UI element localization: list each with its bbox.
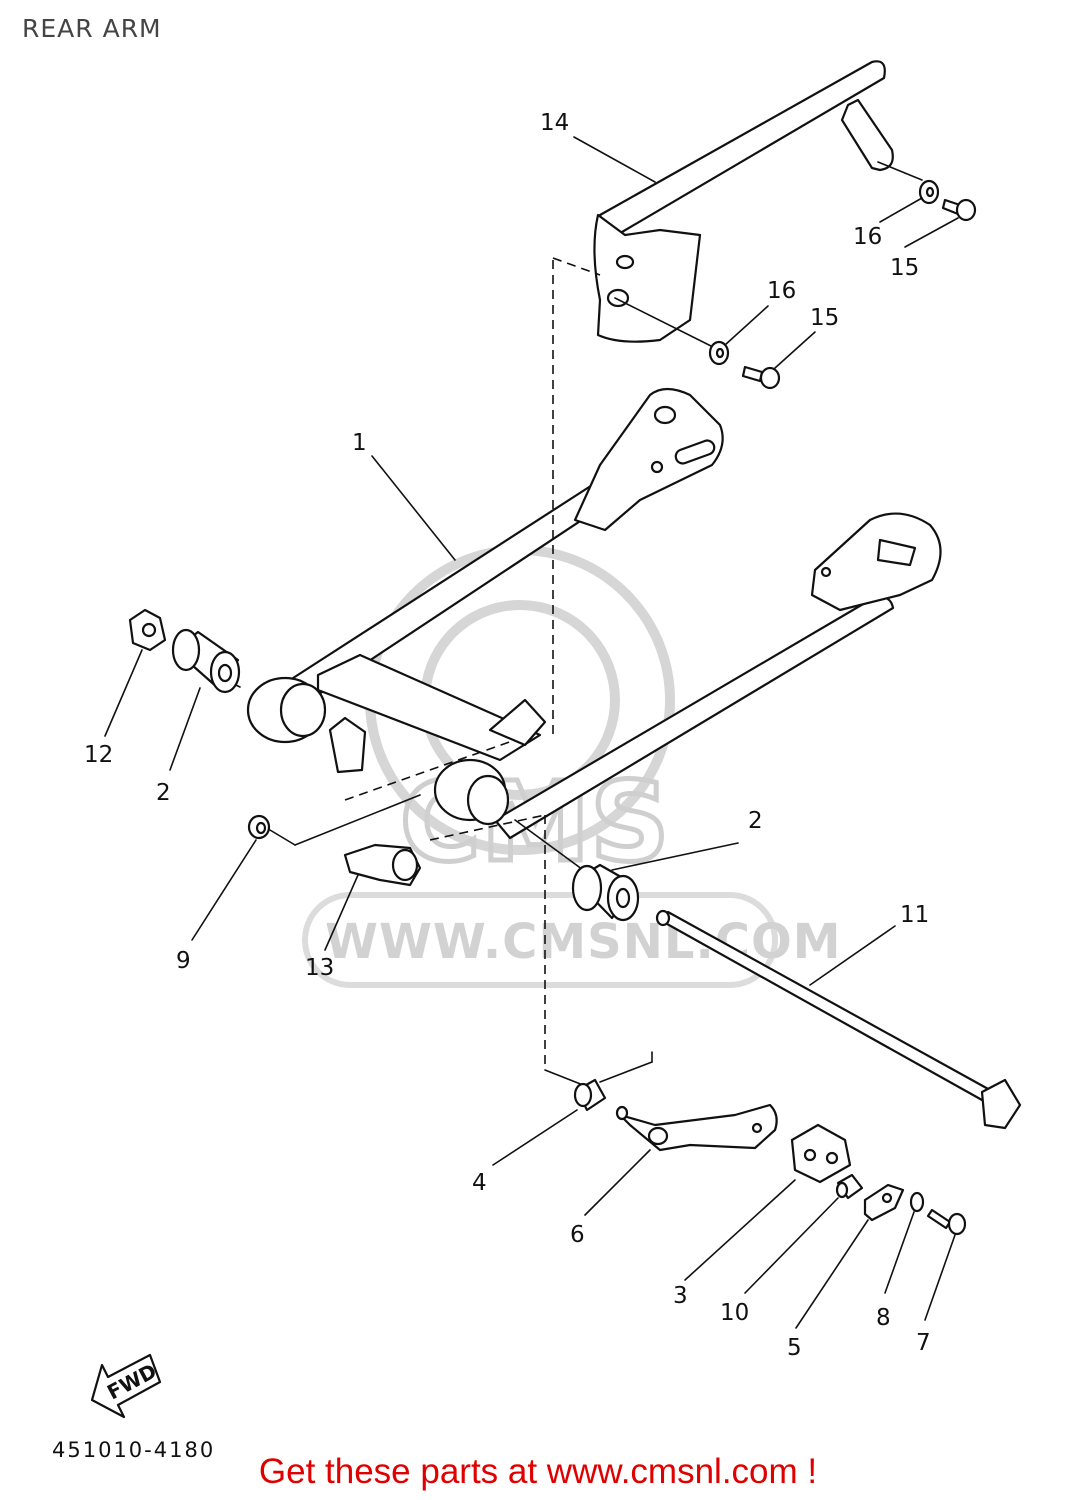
part-15-bolt-upper[interactable] [941, 198, 977, 222]
promo-link[interactable]: Get these parts at www.cmsnl.com ! [258, 1452, 818, 1491]
watermark-url: WWW.CMSNL.COM [325, 914, 842, 970]
callout-3: 3 [673, 1283, 688, 1309]
callout-16-lower: 16 [767, 278, 796, 304]
reference-code: 451010-4180 [52, 1438, 216, 1462]
part-2-bushing-left[interactable] [171, 628, 241, 694]
callout-numbers: 14 1 12 2 2 9 13 11 4 6 3 10 5 8 7 16 15… [84, 110, 931, 1361]
part-3-block[interactable] [790, 1123, 852, 1184]
callout-15-lower: 15 [810, 305, 839, 331]
part-7-bolt[interactable] [926, 1208, 967, 1236]
part-13-clamp[interactable] [343, 843, 422, 887]
callout-4: 4 [472, 1170, 487, 1196]
callout-5: 5 [787, 1335, 802, 1361]
callout-2-right: 2 [748, 808, 763, 834]
leader-lines [104, 136, 959, 1329]
callout-13: 13 [305, 955, 334, 981]
callout-8: 8 [876, 1305, 891, 1331]
callout-6: 6 [570, 1222, 585, 1248]
fwd-arrow: FWD [90, 1353, 162, 1419]
part-14-bracket[interactable] [593, 60, 894, 343]
callout-2-left: 2 [156, 780, 171, 806]
callout-7: 7 [916, 1330, 931, 1356]
part-6-lever[interactable] [615, 1103, 778, 1152]
callout-11: 11 [900, 902, 929, 928]
part-8-washer[interactable] [909, 1191, 925, 1213]
callout-9: 9 [176, 948, 191, 974]
part-5-plate[interactable] [863, 1183, 905, 1222]
callout-12: 12 [84, 742, 113, 768]
part-4-collar[interactable] [573, 1078, 607, 1112]
part-11-pivot-shaft[interactable] [655, 909, 1022, 1130]
part-16-washer-upper[interactable] [918, 179, 940, 205]
part-2-bushing-right[interactable] [571, 863, 640, 922]
callout-15-upper: 15 [890, 255, 919, 281]
part-12-nut[interactable] [128, 608, 167, 652]
page-title: REAR ARM [22, 14, 162, 43]
part-9-circlip[interactable] [247, 814, 271, 840]
part-16-washer-lower[interactable] [708, 340, 730, 366]
callout-10: 10 [720, 1300, 749, 1326]
part-15-bolt-lower[interactable] [741, 365, 781, 390]
part-1-rear-arm[interactable] [246, 387, 942, 840]
callout-14: 14 [540, 110, 569, 136]
callout-16-upper: 16 [853, 224, 882, 250]
part-10-pin[interactable] [835, 1173, 864, 1200]
callout-1: 1 [352, 430, 367, 456]
watermark: CMS WWW.CMSNL.COM [302, 545, 842, 988]
